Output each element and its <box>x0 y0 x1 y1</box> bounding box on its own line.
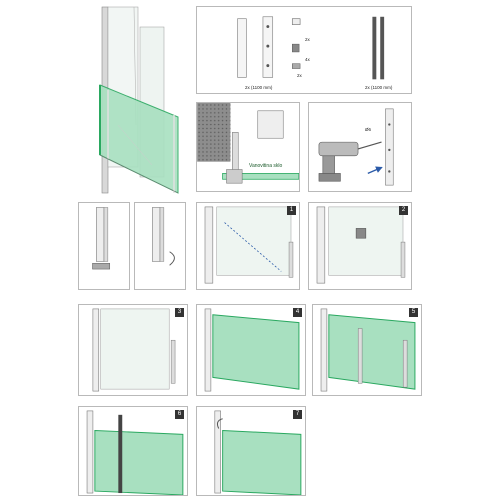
step-1-drawing <box>204 206 294 284</box>
step-4-drawing <box>204 308 300 392</box>
step-5-panel: 5 <box>312 304 422 396</box>
step-3-drawing <box>92 308 176 392</box>
drill-panel: Ø6 <box>308 102 412 192</box>
step-7-badge: 7 <box>293 410 302 419</box>
step-5-badge: 5 <box>409 308 418 317</box>
detail-b-panel <box>134 202 186 290</box>
parts-drawing <box>237 16 385 80</box>
drill-drawing <box>318 108 394 186</box>
step-2-drawing <box>316 206 406 284</box>
detail-a-panel <box>78 202 130 290</box>
end-cap-qty-label: 2x <box>297 73 302 78</box>
strip-pair-label: 2x (1100 mm) <box>365 85 393 90</box>
step-2-panel: 2 <box>308 202 412 290</box>
wall-section-drawing <box>197 103 299 184</box>
profile-end-drawing <box>92 207 111 270</box>
wall-section-panel: Vanovitina sklo <box>196 102 300 192</box>
drill-size-label: Ø6 <box>365 127 372 132</box>
step-3-panel: 3 <box>78 304 188 396</box>
door-overview-drawing <box>99 6 179 194</box>
step-3-badge: 3 <box>175 308 184 317</box>
step-4-panel: 4 <box>196 304 306 396</box>
step-5-drawing <box>320 308 416 392</box>
step-7-panel: 7 <box>196 406 306 496</box>
step-1-panel: 1 <box>196 202 300 290</box>
step-7-drawing <box>214 410 302 495</box>
step-6-badge: 6 <box>175 410 184 419</box>
glass-label: Vanovitina sklo <box>249 163 283 169</box>
step-1-badge: 1 <box>287 206 296 215</box>
screw-qty-label: 4x <box>305 57 310 62</box>
parts-list-panel: 2x (1100 mm) 2x 4x 2x 2x (1100 mm) <box>196 6 412 94</box>
clip-qty-label: 2x <box>305 37 310 42</box>
profile-pair-label: 2x (1100 mm) <box>245 85 273 90</box>
door-overview-illustration <box>78 5 190 195</box>
profile-cap-drawing <box>152 207 175 266</box>
step-4-badge: 4 <box>293 308 302 317</box>
step-2-badge: 2 <box>399 206 408 215</box>
step-6-panel: 6 <box>78 406 188 496</box>
step-6-drawing <box>86 410 184 495</box>
